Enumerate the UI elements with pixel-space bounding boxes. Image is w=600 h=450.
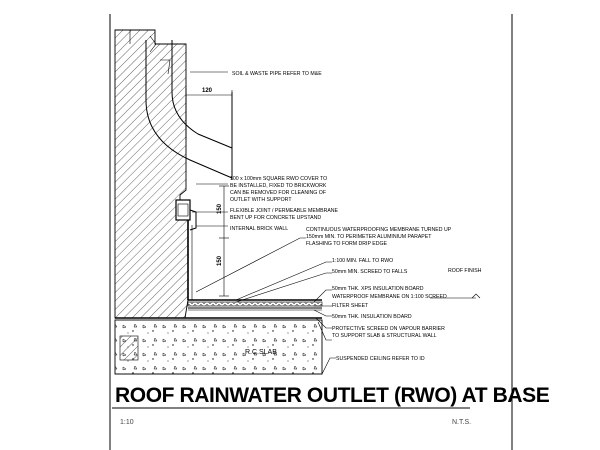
note-cover-2: BE INSTALLED, FIXED TO BRICKWORK: [230, 183, 327, 189]
dim-upper: 150: [217, 203, 223, 214]
note-xps: 50mm THK. XPS INSULATION BOARD: [332, 286, 424, 292]
note-cover-3: CAN BE REMOVED FOR CLEANING OF: [230, 190, 326, 196]
note-filter: FILTER SHEET: [332, 303, 369, 309]
note-membrane-1: CONTINUOUS WATERPROOFING MEMBRANE TURNED…: [306, 227, 452, 233]
note-ceiling: SUSPENDED CEILING REFER TO ID: [336, 356, 425, 362]
membrane-upstand: [187, 220, 193, 300]
note-membrane-3: FLASHING TO FORM DRIP EDGE: [306, 241, 388, 247]
note-joint-1: FLEXIBLE JOINT / PERMEABLE MEMBRANE: [230, 208, 339, 214]
note-fall: 1:100 MIN. FALL TO RWO: [332, 258, 393, 264]
sheet-border: [109, 14, 513, 450]
dim-top: 120: [202, 88, 213, 94]
note-joint-2: BENT UP FOR CONCRETE UPSTAND: [230, 215, 321, 221]
rwo-outlet: [175, 199, 197, 231]
brick-wall: [114, 29, 189, 319]
note-protective-1: PROTECTIVE SCREED ON VAPOUR BARRIER: [332, 326, 445, 332]
dim-lower: 150: [217, 255, 223, 266]
rainwater-pipe: [145, 35, 233, 180]
roof-layers: [115, 299, 323, 319]
note-insulation: 50mm THK. INSULATION BOARD: [332, 314, 412, 320]
scale-label: 1:10: [120, 419, 134, 426]
note-roof-finish: ROOF FINISH: [448, 268, 482, 274]
note-cover-1: 100 x 100mm SQUARE RWO COVER TO: [230, 176, 327, 182]
dimensions: 120 150 150: [185, 88, 233, 297]
rc-slab: R.C.SLAB: [114, 319, 323, 375]
note-pipe: SOIL & WASTE PIPE REFER TO M&E: [232, 71, 322, 77]
annotations: SOIL & WASTE PIPE REFER TO M&E 100 x 100…: [230, 71, 482, 362]
note-screed: 50mm MIN. SCREED TO FALLS: [332, 269, 408, 275]
ref-label: N.T.S.: [452, 419, 471, 426]
note-membrane-2: 150mm MIN. TO PERIMETER ALUMINIUM PARAPE…: [306, 234, 432, 240]
slab-label: R.C.SLAB: [245, 349, 277, 356]
drawing-title: ROOF RAINWATER OUTLET (RWO) AT BASE: [115, 384, 550, 407]
note-wall: INTERNAL BRICK WALL: [230, 226, 288, 232]
note-protective-2: TO SUPPORT SLAB & STRUCTURAL WALL: [332, 333, 437, 339]
note-waterproof: WATERPROOF MEMBRANE ON 1:100 SCREED: [332, 294, 447, 300]
title-block: ROOF RAINWATER OUTLET (RWO) AT BASE 1:10…: [112, 384, 550, 426]
note-cover-4: OUTLET WITH SUPPORT: [230, 197, 292, 203]
leader-lines: [190, 71, 481, 375]
